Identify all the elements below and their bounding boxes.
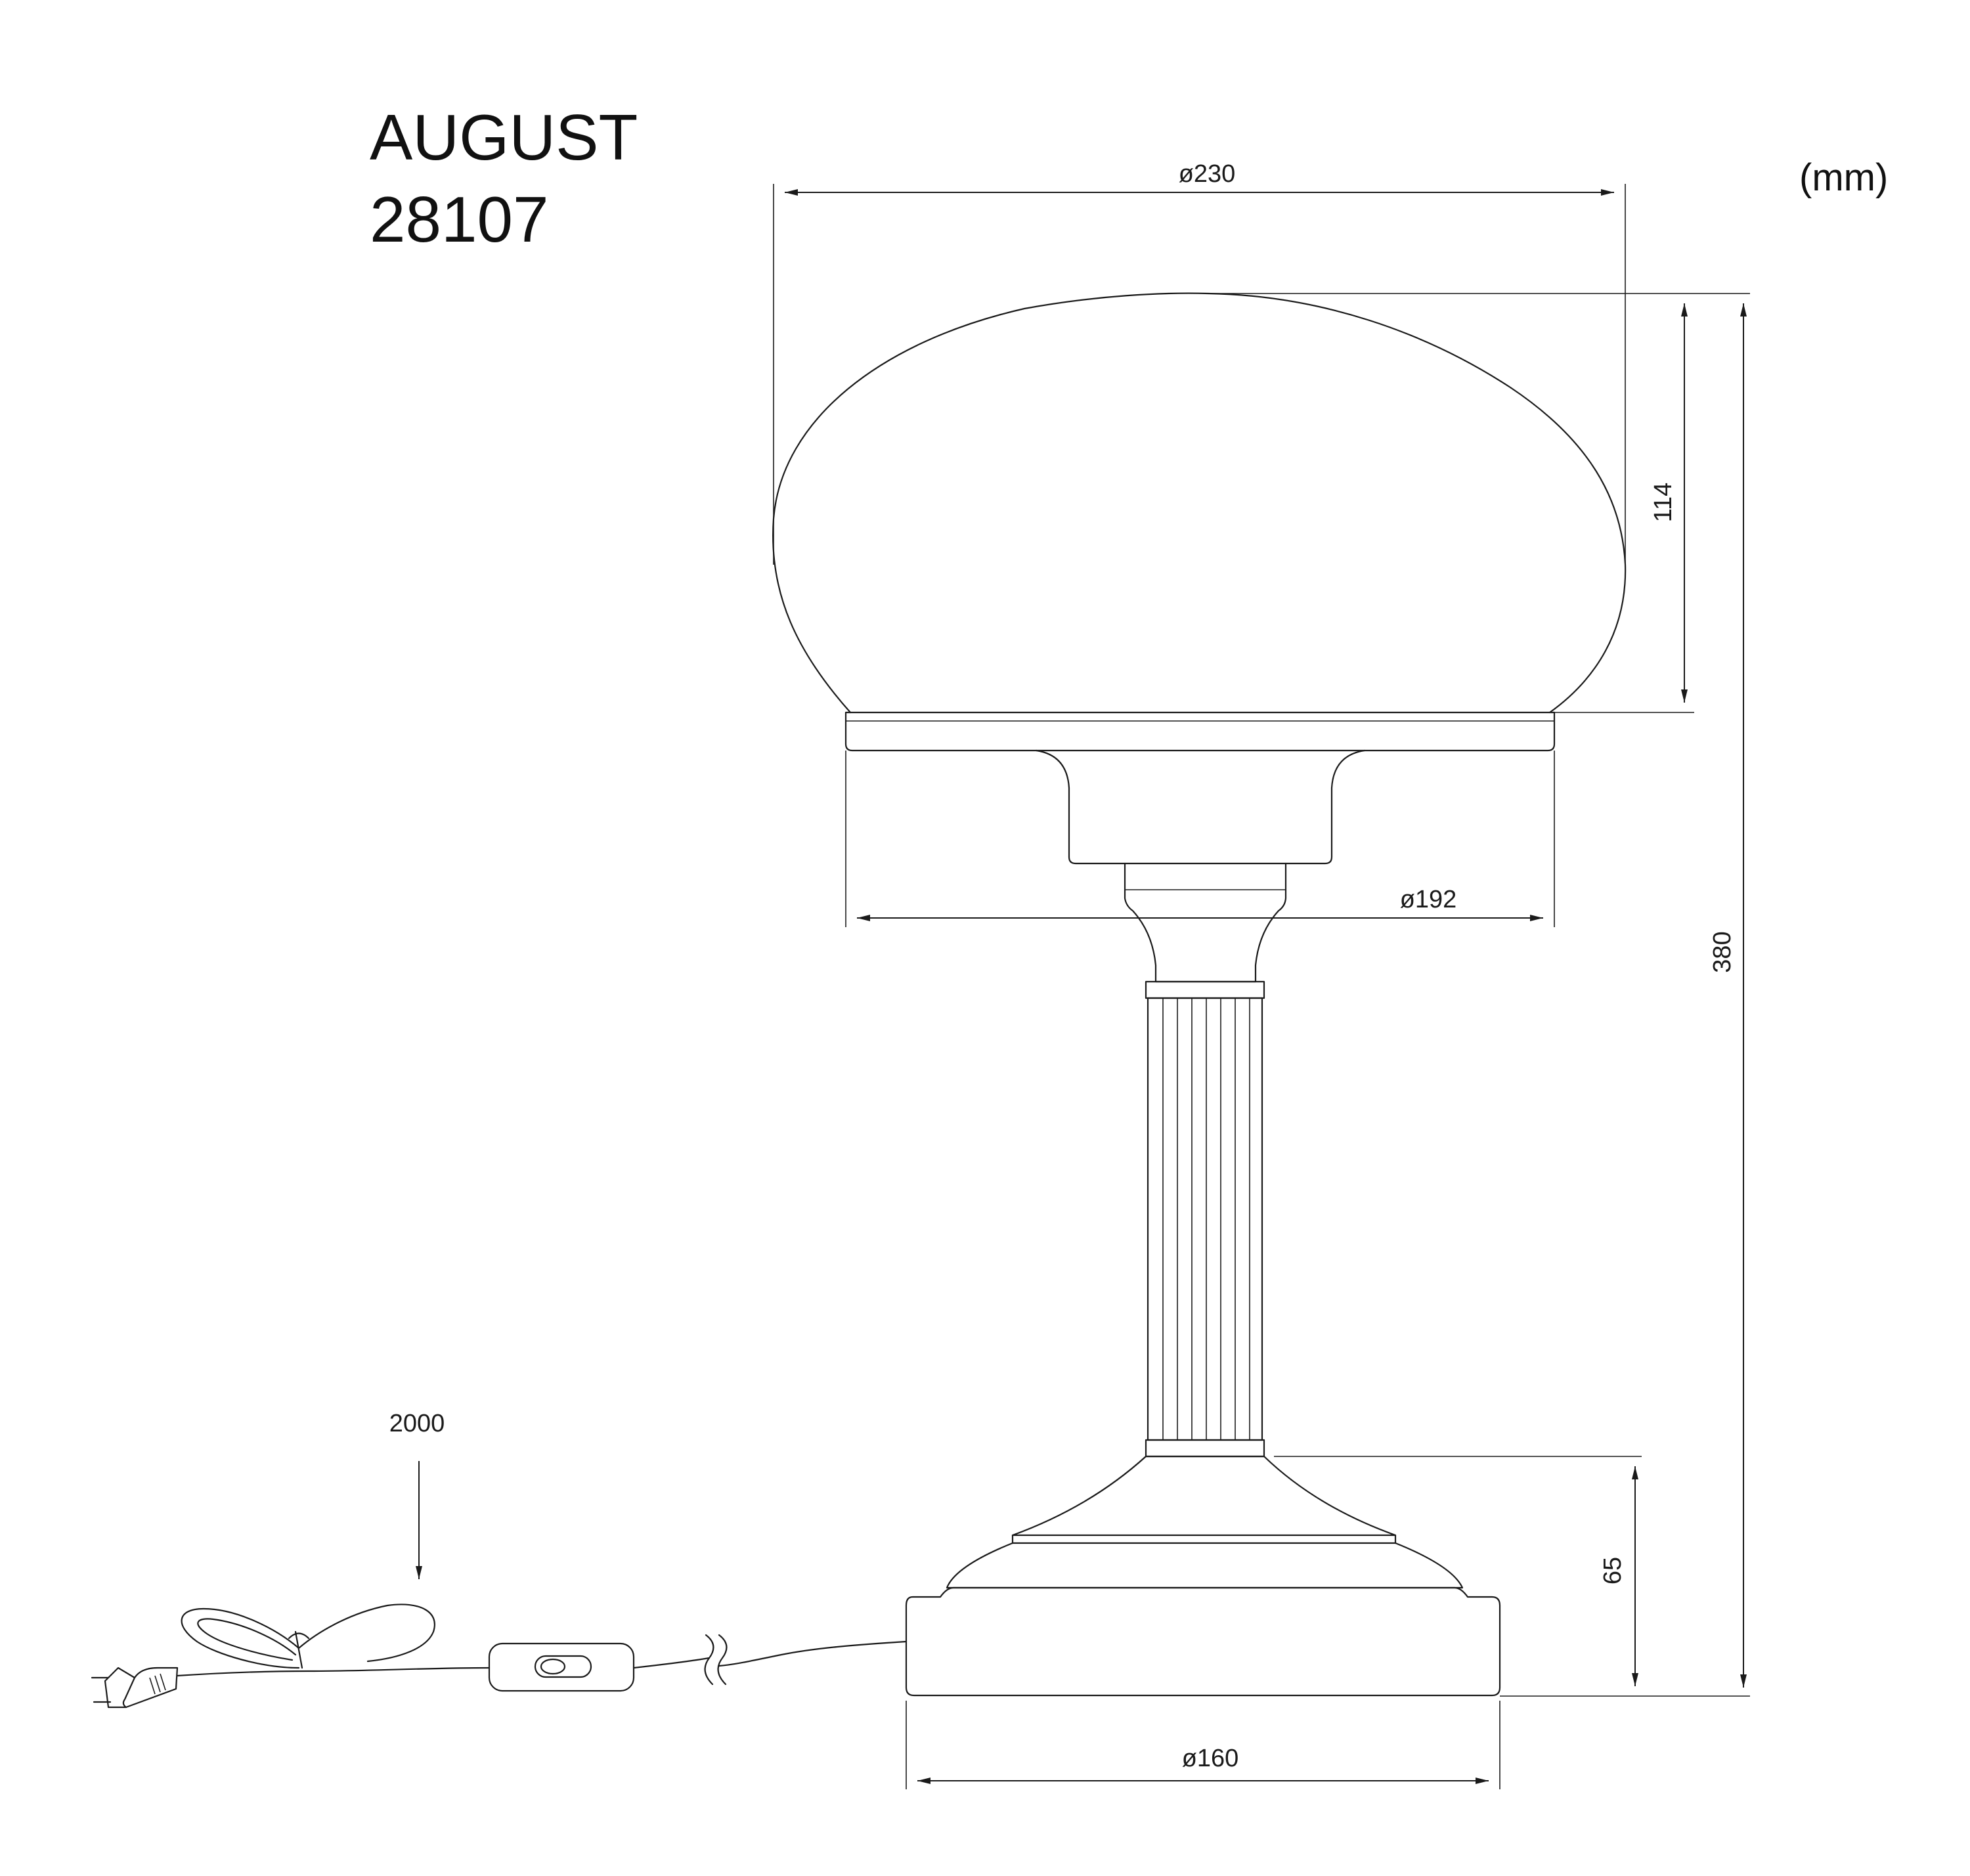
glass-shade (772, 292, 1627, 714)
upper-collar (1145, 980, 1265, 999)
base-shoulder (946, 1542, 1464, 1589)
dimension-shade-diameter: ø230 (773, 160, 1626, 565)
plug-grip-lines (149, 1673, 166, 1695)
cable-coil-inner (197, 1618, 297, 1661)
plug-body (122, 1667, 179, 1709)
dimension-base-diameter: ø160 (906, 1701, 1500, 1789)
label-cable-length: 2000 (389, 1410, 445, 1437)
dimension-total-height: 380 (1500, 303, 1750, 1697)
cable-middle (632, 1657, 711, 1669)
product-code: 28107 (370, 183, 549, 255)
label-base-diameter: ø160 (1182, 1745, 1239, 1772)
cable-cut-mark (704, 1634, 714, 1686)
stem-flutes (1162, 998, 1250, 1440)
base-plinth (905, 1586, 1501, 1697)
cable-coil (181, 1603, 435, 1669)
label-shade-height: 114 (1650, 483, 1677, 523)
cable (718, 1640, 908, 1667)
switch-button (540, 1658, 566, 1675)
label-total-height: 380 (1709, 931, 1736, 972)
inline-switch (488, 1642, 635, 1692)
cable-to-plug (176, 1667, 491, 1677)
dimension-holder-diameter: ø192 (845, 751, 1555, 927)
dimension-base-height: 65 (1274, 1456, 1642, 1686)
dimension-shade-height: 114 (1208, 293, 1750, 713)
base-dome (1011, 1455, 1397, 1537)
cable-tie (288, 1630, 310, 1669)
lower-collar (1145, 1439, 1265, 1458)
label-base-height: 65 (1599, 1557, 1627, 1584)
shade-holder-cup (1035, 749, 1366, 865)
cable-cut-mark-2 (717, 1634, 728, 1686)
dimension-cable-length: 2000 (389, 1410, 445, 1579)
label-holder-diameter: ø192 (1400, 886, 1457, 913)
label-shade-diameter: ø230 (1179, 160, 1236, 188)
lamp-outline (772, 292, 1627, 1697)
unit-label: (mm) (1799, 156, 1888, 199)
socket-neck (1124, 862, 1287, 983)
fluted-stem (1147, 997, 1263, 1441)
base-step (1011, 1534, 1397, 1544)
plug-head (104, 1667, 136, 1709)
shade-holder-ring (844, 711, 1556, 752)
power-cord (91, 1603, 908, 1709)
product-name: AUGUST (370, 101, 638, 173)
switch-rocker (534, 1655, 592, 1678)
